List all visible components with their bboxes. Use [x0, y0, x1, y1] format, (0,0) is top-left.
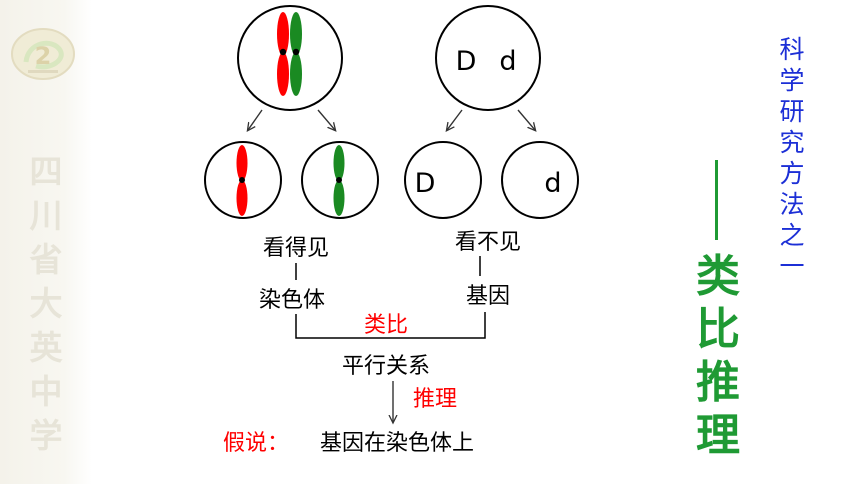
hypothesis-text: 基因在染色体上 [320, 431, 474, 456]
invisible-label: 看不见 [455, 230, 521, 255]
method-title-char-2: 推 [696, 357, 740, 408]
arrow-left-1 [248, 109, 263, 130]
daughter-allele-d: d [544, 168, 561, 199]
watermark-school-name: 四川省大英中学 [26, 150, 66, 458]
top-left-cell [237, 5, 343, 111]
arrow-left-2 [317, 109, 335, 130]
watermark-strip: 2 四川省大英中学 [0, 0, 92, 484]
vertical-title-char-7: 一 [779, 252, 805, 281]
school-logo-icon: 2 [11, 28, 75, 80]
analogy-bracket [295, 312, 486, 339]
watermark-char-6: 学 [29, 416, 63, 455]
parallel-label: 平行关系 [342, 354, 430, 379]
red-chromosome-icon [236, 145, 248, 216]
top-allele-d: d [499, 46, 516, 77]
top-allele-D: D [456, 46, 477, 77]
hypothesis-prefix: 假说： [223, 431, 289, 456]
method-title: 类比推理 [692, 250, 744, 462]
arrow-right-1 [447, 109, 463, 130]
watermark-char-5: 中 [29, 372, 63, 411]
vertical-title-char-0: 科 [779, 35, 805, 64]
daughter-cell-D [404, 141, 482, 219]
vertical-title-char-2: 研 [779, 97, 805, 126]
vertical-title-char-6: 之 [779, 221, 805, 250]
chromosome-pair-icon [277, 12, 302, 96]
vertical-title-char-1: 学 [779, 66, 805, 95]
method-title-char-3: 理 [696, 410, 740, 461]
watermark-char-3: 大 [29, 284, 63, 323]
gene-label: 基因 [466, 284, 510, 309]
vertical-title-char-5: 法 [779, 190, 805, 219]
green-chromosome-icon [333, 145, 345, 216]
watermark-char-0: 四 [29, 152, 63, 191]
daughter-cell-d [501, 141, 579, 219]
arrow-right-2 [517, 109, 535, 130]
title-dash [715, 160, 718, 240]
vertical-title: 科学研究方法之一 [774, 34, 810, 282]
watermark-char-2: 省 [29, 240, 63, 279]
vertical-title-char-4: 方 [779, 159, 805, 188]
vertical-title-char-3: 究 [779, 128, 805, 157]
reasoning-label: 推理 [413, 387, 457, 412]
analogy-label: 类比 [364, 313, 408, 338]
daughter-allele-D: D [415, 168, 436, 199]
svg-text:2: 2 [35, 42, 52, 70]
chromosome-label: 染色体 [259, 288, 325, 313]
method-title-char-1: 比 [696, 304, 740, 355]
watermark-char-1: 川 [29, 196, 63, 235]
method-title-char-0: 类 [696, 251, 740, 302]
top-right-cell [435, 5, 541, 111]
watermark-char-4: 英 [29, 328, 63, 367]
visible-label: 看得见 [263, 236, 329, 261]
